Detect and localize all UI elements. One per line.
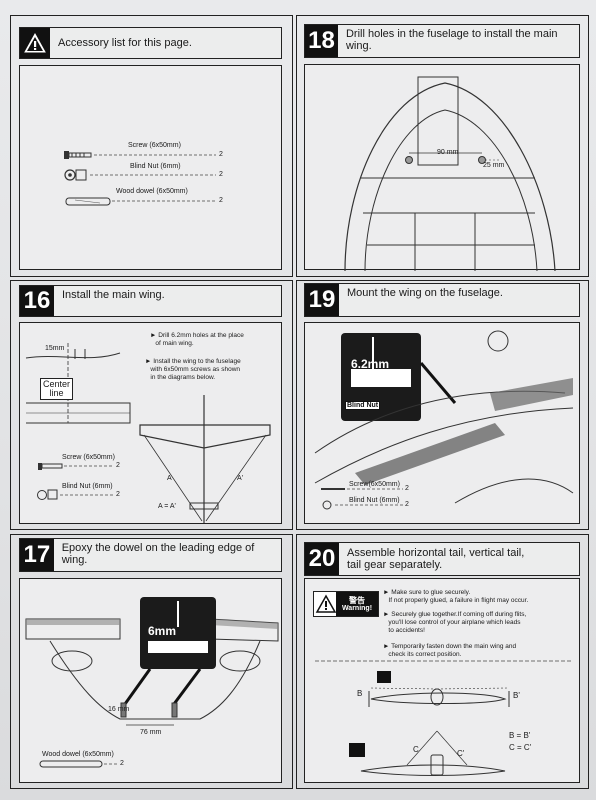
step-20-diagram: 警告 Warning! ► Make sure to glue securely… bbox=[304, 578, 580, 783]
nut-qty-16: 2 bbox=[116, 491, 120, 498]
nut-qty: 2 bbox=[219, 171, 223, 178]
line-text: line bbox=[49, 388, 64, 398]
step-19-diagram: 6.2mm Blind Nut Screw(6x50mm) 2 Blind Nu… bbox=[304, 322, 580, 524]
step-19-panel bbox=[296, 280, 589, 530]
screw-qty: 2 bbox=[219, 151, 223, 158]
blind-nut-icon bbox=[64, 169, 87, 181]
step-19-title-box: 19 Mount the wing on the fuselage. bbox=[304, 283, 580, 317]
wing-mount-drawing bbox=[314, 330, 574, 510]
step-18-number: 18 bbox=[305, 25, 338, 57]
step-16-number: 16 bbox=[20, 286, 54, 316]
nut-label-16: Blind Nut (6mm) bbox=[62, 483, 113, 490]
b-prime-label: B' bbox=[513, 691, 520, 700]
step-17-number: 17 bbox=[20, 539, 54, 571]
accessory-list-box: Screw (6x50mm) 2 Blind Nut (6mm) 2 Wood … bbox=[19, 65, 282, 270]
step-20-panel bbox=[296, 534, 589, 789]
step-16-title: Install the main wing. bbox=[62, 289, 165, 301]
accessory-title-box: Accessory list for this page. bbox=[19, 27, 282, 59]
b-label: B bbox=[357, 689, 363, 698]
dowel-edge-dim: 16 mm bbox=[108, 706, 130, 713]
screw-label: Screw (6x50mm) bbox=[128, 142, 181, 149]
screw-label-16: Screw (6x50mm) bbox=[62, 454, 115, 461]
nut-label-19: Blind Nut (6mm) bbox=[349, 497, 400, 504]
center-text: Center bbox=[43, 379, 71, 389]
wing-install-drawing bbox=[25, 343, 271, 523]
drill-size-label-17: 6mm bbox=[148, 624, 177, 638]
warning-note-3: ► Temporarily fasten down the main wing … bbox=[383, 643, 517, 658]
nut-label: Blind Nut (6mm) bbox=[130, 163, 181, 170]
screw-qty-16: 2 bbox=[116, 462, 120, 469]
nut-qty-19: 2 bbox=[405, 501, 409, 508]
a-label: A bbox=[167, 475, 172, 482]
warning-en: Warning! bbox=[341, 604, 373, 612]
step-18-title: Drill holes in the fuselage to install t… bbox=[345, 28, 558, 52]
screw-qty-19: 2 bbox=[405, 485, 409, 492]
a-prime-label: A' bbox=[237, 475, 244, 482]
pointing-hand-icon-2 bbox=[349, 743, 365, 757]
drill-size-label-19: 6.2mm bbox=[351, 357, 390, 371]
step-16-panel bbox=[10, 280, 293, 530]
warning-note-1: ► Make sure to glue securely. If not pro… bbox=[383, 589, 529, 604]
warning-triangle-icon bbox=[20, 28, 50, 58]
step-16-diagram: 15mm Center line ► Drill 6.2mm holes at … bbox=[19, 322, 282, 524]
step-20-title-box: 20 Assemble horizontal tail, vertical ta… bbox=[304, 542, 580, 576]
step-16-title-box: 16 Install the main wing. bbox=[19, 285, 282, 317]
step-17-panel bbox=[10, 534, 293, 789]
tail-assembly-drawing bbox=[315, 660, 571, 776]
a-equals-label: A = A' bbox=[158, 503, 176, 510]
step-17-title-box: 17 Epoxy the dowel on the leading edge o… bbox=[19, 538, 282, 572]
wing-dim-label: 15mm bbox=[45, 345, 65, 352]
accessory-title: Accessory list for this page. bbox=[58, 37, 192, 49]
hole-spacing-label: 90 mm bbox=[437, 149, 459, 156]
warning-note-2: ► Securely glue together.If coming off d… bbox=[383, 611, 527, 634]
b-equals-label: B = B' bbox=[509, 731, 531, 740]
c-prime-label: C' bbox=[457, 749, 465, 758]
dowel-qty: 2 bbox=[219, 197, 223, 204]
step-16-note-1: ► Drill 6.2mm holes at the place of main… bbox=[150, 332, 244, 347]
warning-cn: 警告 bbox=[349, 595, 365, 605]
wood-dowel-icon bbox=[65, 197, 111, 206]
step-19-number: 19 bbox=[305, 284, 339, 316]
step-17-title: Epoxy the dowel on the leading edge of w… bbox=[61, 542, 255, 566]
accessory-panel bbox=[10, 15, 293, 277]
step-19-title: Mount the wing on the fuselage. bbox=[347, 287, 503, 299]
step-16-note-2: ► Install the wing to the fuselage with … bbox=[145, 358, 241, 381]
warning-badge: 警告 Warning! bbox=[313, 591, 379, 617]
accessory-parts-drawing bbox=[64, 151, 216, 206]
dowel-qty-17: 2 bbox=[120, 760, 124, 767]
step-17-diagram: 6mm 16 mm 76 mm Wood dowel (6x50mm) 2 bbox=[19, 578, 282, 783]
step-18-diagram: 90 mm 25 mm bbox=[304, 64, 580, 272]
fuselage-top-drawing bbox=[344, 76, 556, 272]
hole-offset-label: 25 mm bbox=[483, 162, 505, 169]
step-20-title: Assemble horizontal tail, vertical tail,… bbox=[347, 547, 525, 571]
step-20-number: 20 bbox=[305, 543, 339, 575]
screw-label-19: Screw(6x50mm) bbox=[349, 481, 400, 488]
blind-nut-tag: Blind Nut bbox=[345, 401, 381, 410]
pointing-hand-icon bbox=[377, 671, 391, 683]
c-label: C bbox=[413, 745, 419, 754]
dowel-label: Wood dowel (6x50mm) bbox=[116, 188, 188, 195]
dowel-label-17: Wood dowel (6x50mm) bbox=[42, 751, 114, 758]
step-18-panel bbox=[296, 15, 589, 277]
dowel-spacing-dim: 76 mm bbox=[140, 729, 162, 736]
warning-icon bbox=[315, 594, 337, 613]
step-18-title-box: 18 Drill holes in the fuselage to instal… bbox=[304, 24, 580, 58]
c-equals-label: C = C' bbox=[509, 743, 532, 752]
dowel-epoxy-drawing bbox=[25, 597, 279, 768]
center-line-label: Center line bbox=[40, 378, 74, 400]
screw-icon bbox=[64, 151, 92, 159]
